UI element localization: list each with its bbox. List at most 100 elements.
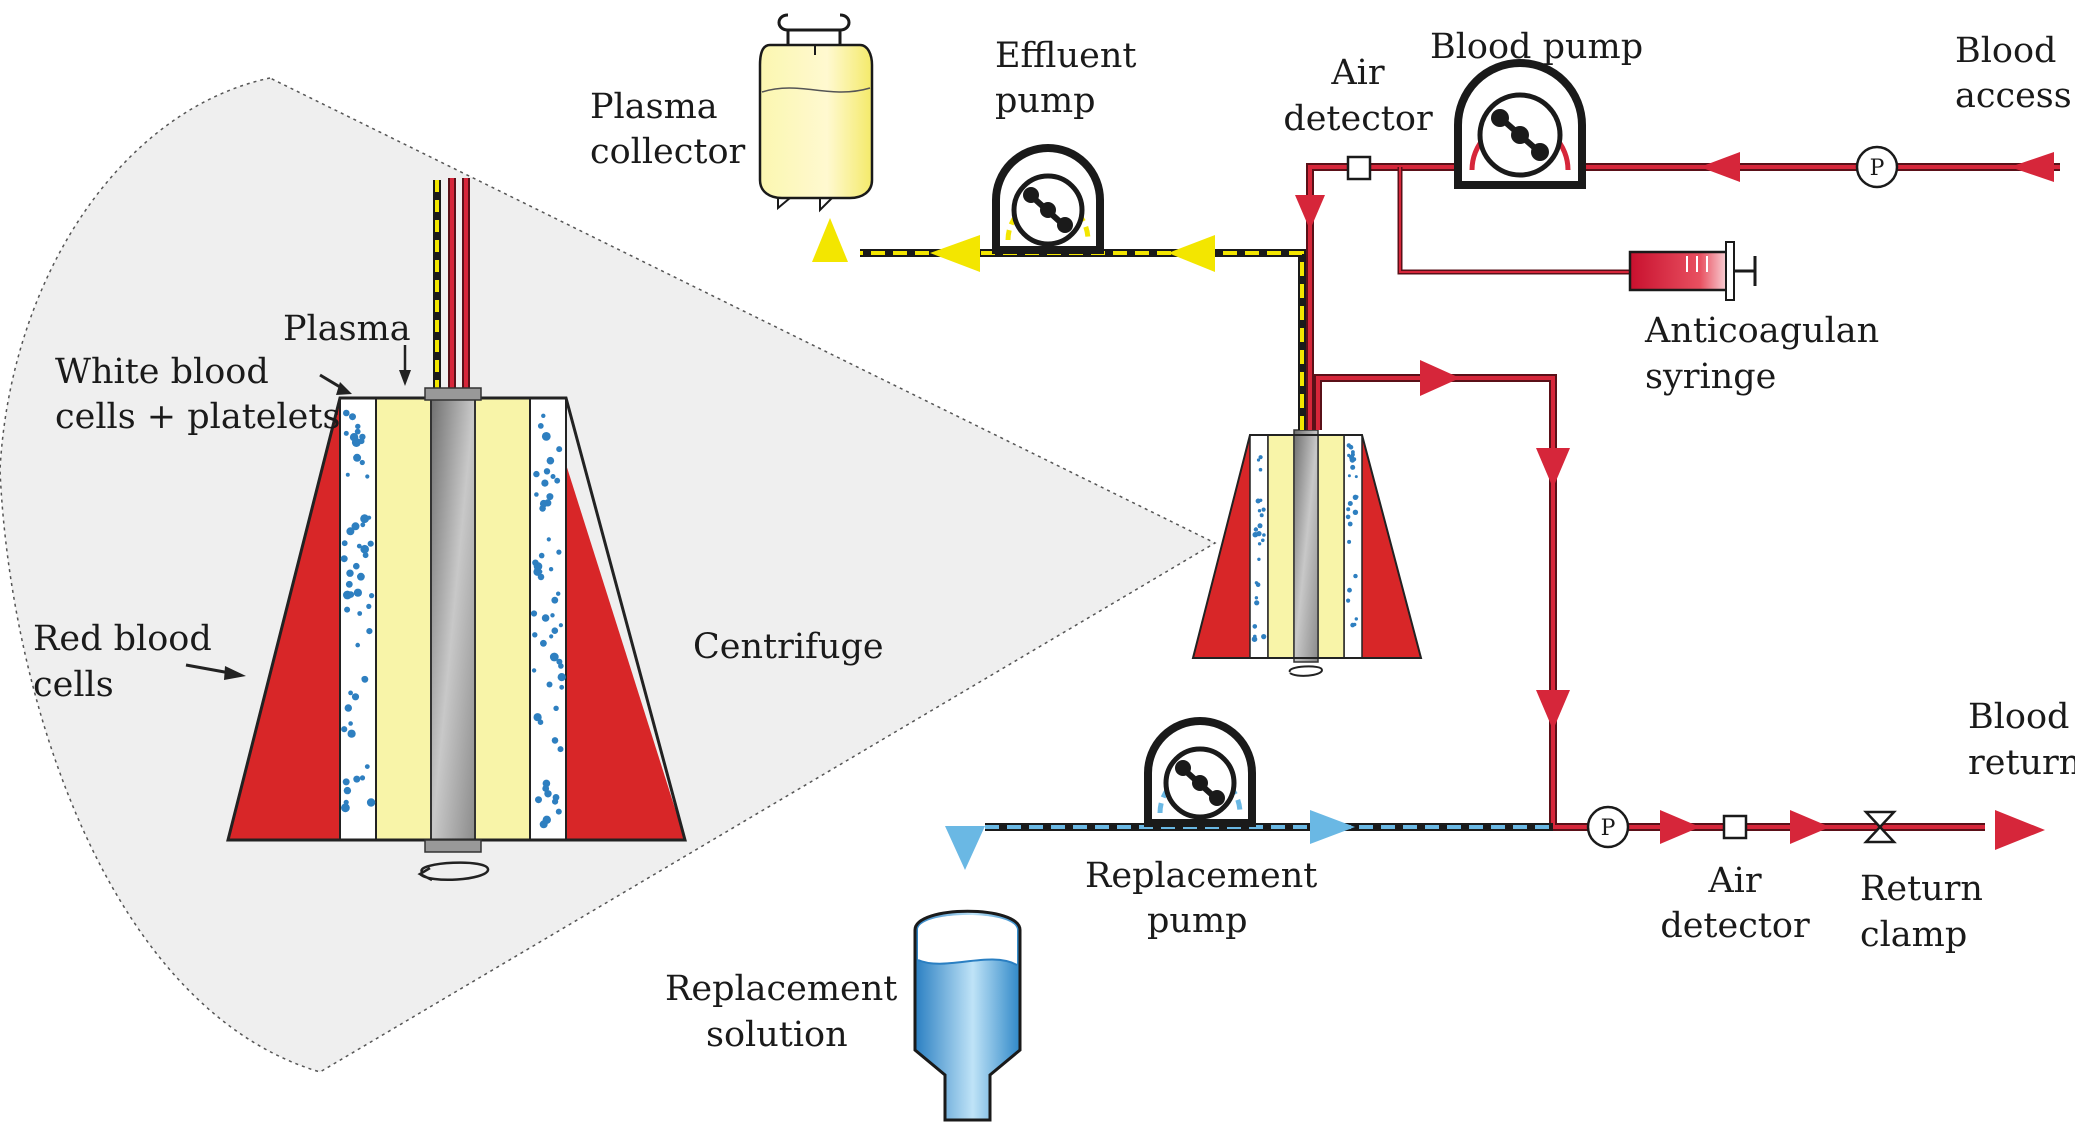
return-clamp-label-1: Return: [1860, 869, 1983, 909]
wbc-dot: [343, 409, 350, 417]
wbc-dot: [1347, 453, 1351, 458]
wbc-dot: [359, 775, 366, 781]
wbc-dot: [361, 676, 367, 682]
wbc-dot: [1352, 622, 1357, 627]
wbc-dot: [553, 705, 559, 711]
wbc-dot: [340, 555, 348, 563]
wbc-dot: [345, 472, 350, 477]
wbc-dot: [544, 790, 552, 798]
wbc-dot: [1355, 495, 1359, 499]
wbc-dot: [360, 522, 366, 528]
wbc-dot: [540, 639, 547, 647]
wbc-dot: [557, 746, 564, 753]
wbc-dot: [1258, 467, 1263, 472]
peristaltic-pump-icon: [1491, 109, 1549, 161]
wbc-dot: [364, 764, 370, 769]
wbc-dot: [1346, 598, 1351, 603]
air-detector-icon: [1346, 155, 1372, 181]
wbc-layer-left: [339, 397, 377, 841]
replacement-flow-arrows: [945, 810, 1355, 870]
wbc-dot: [344, 606, 351, 613]
wbc-dot: [533, 470, 540, 478]
wbc-dot: [366, 798, 376, 807]
wbc-dot: [347, 729, 356, 738]
wbc-dot: [1257, 557, 1261, 561]
wbc-dot: [534, 492, 539, 497]
blood-pump: [1454, 59, 1586, 189]
wbc-label-1: White blood: [55, 352, 269, 392]
wbc-dot: [351, 693, 360, 701]
wbc-dot: [348, 690, 353, 696]
peristaltic-pump-icon: [1175, 760, 1225, 806]
replacement-bottle-icon: [913, 909, 1022, 1122]
wbc-dot: [366, 603, 372, 610]
wbc-dot: [359, 459, 365, 466]
wbc-dot: [539, 505, 546, 512]
wbc-dot: [1255, 582, 1261, 587]
effluent-pump-label-1: Effluent: [995, 36, 1136, 76]
wbc-dot: [360, 544, 370, 554]
air-detector-icon: [1722, 814, 1748, 840]
wbc-dot: [538, 552, 545, 559]
wbc-dot: [551, 596, 559, 604]
wbc-dot: [1254, 600, 1260, 606]
wbc-dot: [365, 474, 370, 479]
anticoagulant-label-1: Anticoagulan: [1644, 311, 1879, 351]
wbc-dot: [549, 634, 554, 639]
wbc-dot: [1353, 574, 1357, 578]
rbc-label-2: cells: [33, 665, 114, 705]
wbc-dot: [541, 479, 549, 487]
wbc-dot: [349, 413, 356, 421]
wbc-dot: [1346, 507, 1351, 512]
wbc-dot: [556, 549, 562, 555]
wbc-dot: [353, 775, 361, 783]
wbc-dot: [1347, 474, 1351, 478]
wbc-dot: [357, 611, 363, 616]
wbc-dot: [549, 652, 559, 662]
wbc-dot: [351, 522, 360, 531]
wbc-dot: [542, 779, 551, 788]
blood-access-label-1: Blood: [1955, 31, 2056, 71]
wbc-dot: [533, 713, 542, 722]
wbc-dot: [1252, 624, 1258, 629]
syringe-icon: [1628, 241, 1757, 301]
wbc-dot: [1257, 509, 1262, 513]
blood-access-label-2: access: [1955, 76, 2072, 116]
replacement-solution-label-2: solution: [706, 1015, 848, 1055]
wbc-dot: [1347, 539, 1352, 544]
red-cell-layer-left: [228, 398, 355, 840]
wbc-dot: [531, 668, 537, 673]
anticoagulant-label-2: syringe: [1645, 357, 1776, 397]
replacement-pump-label-2: pump: [1147, 901, 1248, 941]
pressure-label: P: [1601, 816, 1616, 841]
wbc-dot: [542, 785, 550, 792]
plasma-label: Plasma: [283, 309, 411, 349]
wbc-dot: [342, 778, 350, 786]
wbc-dot: [1347, 587, 1352, 593]
wbc-dot: [366, 628, 373, 635]
wbc-dot: [546, 537, 551, 542]
wbc-dot: [1259, 513, 1264, 518]
wbc-dot: [551, 627, 559, 634]
wbc-dot: [1258, 455, 1263, 460]
wbc-dot: [343, 430, 349, 436]
wbc-dot: [355, 642, 361, 648]
wbc-dot: [343, 799, 349, 805]
clamp-icon: [1863, 810, 1897, 844]
wbc-dot: [559, 684, 565, 690]
labels: Plasma collector Effluent pump Air detec…: [33, 27, 2075, 1055]
pressure-monitor-icon: [1855, 145, 1899, 189]
wbc-dot: [556, 591, 561, 596]
wbc-dot: [558, 623, 564, 628]
wbc-dot: [346, 569, 354, 577]
wbc-dot: [360, 514, 369, 524]
effluent-pump: [992, 144, 1104, 254]
wbc-dot: [349, 433, 359, 442]
wbc-dot: [546, 493, 554, 501]
wbc-dot: [1354, 617, 1359, 621]
wbc-dot: [355, 423, 361, 430]
wbc-dot: [541, 432, 551, 441]
wbc-dot: [558, 663, 564, 669]
wbc-dot: [357, 572, 365, 581]
wbc-dot: [1253, 634, 1257, 639]
